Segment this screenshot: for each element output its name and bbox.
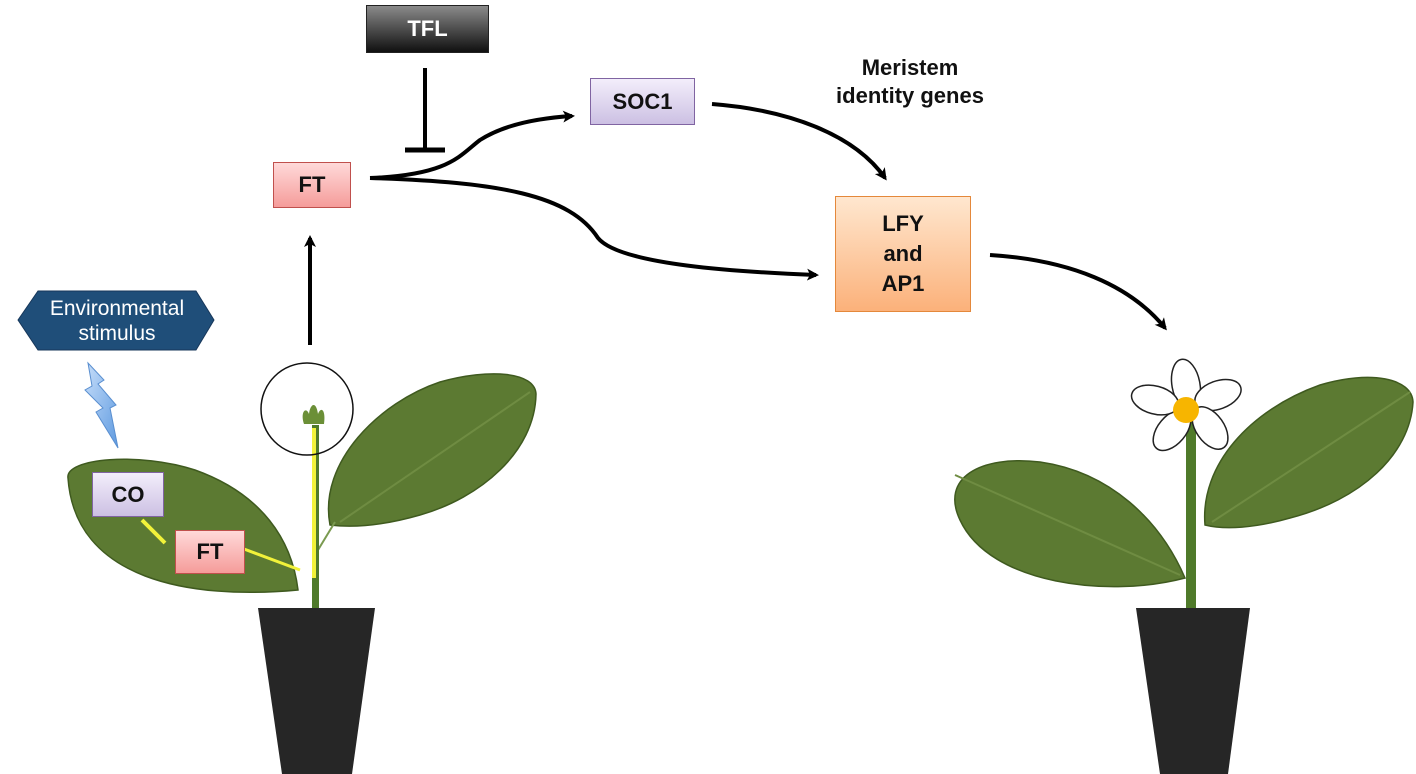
ft-main-box: FT — [273, 162, 351, 208]
stimulus-hexagon — [17, 290, 215, 351]
leaf-midrib — [1211, 391, 1411, 523]
flower-center — [1173, 397, 1199, 423]
arrow-ft-to-soc1 — [369, 110, 575, 180]
left-plant-leaf-right — [327, 373, 537, 527]
leaf-midrib — [954, 474, 1181, 576]
ft-leaf-box: FT — [175, 530, 245, 574]
soc1-box: SOC1 — [590, 78, 695, 125]
meristem-label-line2: identity genes — [836, 83, 984, 108]
ft-export-line — [243, 547, 301, 572]
meristem-identity-label: Meristem identity genes — [810, 54, 1010, 110]
arrow-lfy-to-flower — [989, 253, 1167, 331]
shoot-apex-circle — [260, 362, 354, 456]
right-plant — [954, 358, 1414, 774]
right-plant-leaf-right — [1203, 376, 1414, 529]
tfl-box: TFL — [366, 5, 489, 53]
left-pot — [258, 608, 375, 774]
ap1-label: AP1 — [881, 271, 925, 296]
right-plant-stem — [1186, 420, 1196, 610]
co-leaf-box: CO — [92, 472, 164, 517]
stimulus-label-line2: stimulus — [78, 322, 156, 345]
meristem-label-line1: Meristem — [861, 55, 959, 80]
shoot-apex-bud — [302, 404, 325, 424]
lfy-label: LFY — [882, 211, 924, 236]
stimulus-label-line1: Environmental — [49, 297, 185, 320]
right-plant-leaf-left — [954, 460, 1187, 588]
leaf-midrib — [339, 391, 531, 523]
flower — [1130, 358, 1242, 452]
arrow-soc1-to-lfy — [711, 102, 887, 181]
right-pot — [1136, 608, 1250, 774]
arrow-ft-to-lfy — [369, 176, 819, 281]
co-ft-link — [140, 518, 167, 545]
lfy-ap1-box: LFY and AP1 — [835, 196, 971, 312]
and-label: and — [883, 241, 923, 266]
petiole — [317, 521, 336, 551]
lightning-icon — [84, 361, 119, 449]
left-plant — [67, 362, 537, 774]
stimulus-label: Environmental stimulus — [22, 296, 212, 346]
